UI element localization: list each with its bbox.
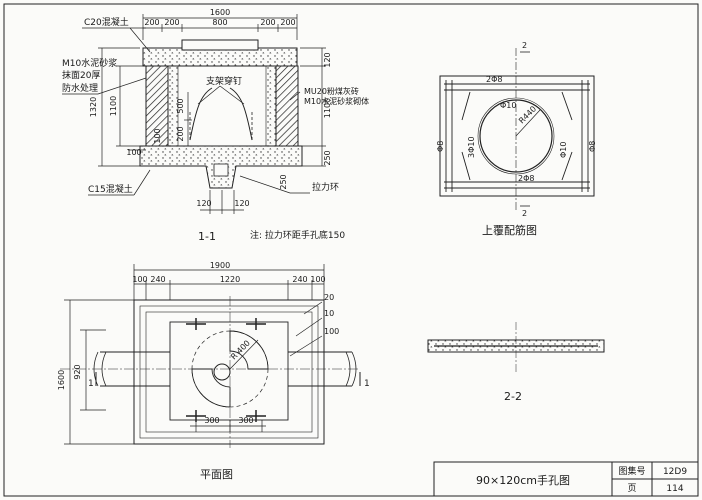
section-2-2-title: 2-2 bbox=[504, 390, 522, 403]
dim-left-low-a: 100 bbox=[153, 128, 162, 143]
label-c15: C15混凝土 bbox=[88, 183, 133, 195]
dim-top-seg-2: 200 bbox=[164, 18, 179, 27]
plan-outer bbox=[133, 299, 325, 445]
section-1-1-note: 注: 拉力环距手孔底150 bbox=[250, 229, 345, 241]
label-radius: R440 bbox=[517, 104, 538, 125]
label-mu20-1: MU20粉煤灰砖 bbox=[304, 86, 359, 96]
slab-outline bbox=[439, 75, 595, 197]
page-label: 页 bbox=[627, 483, 636, 494]
label-ring: 拉力环 bbox=[312, 181, 339, 193]
plan-mark-right: 1 bbox=[364, 379, 370, 389]
atlas-value: 12D9 bbox=[663, 467, 687, 477]
section-mark-bottom: 2 bbox=[522, 209, 527, 218]
label-ring-bar: Φ10 bbox=[500, 101, 516, 110]
plan-dim-bottom-b: 300 bbox=[238, 416, 253, 425]
dim-left-mid: 1100 bbox=[109, 96, 118, 116]
label-bottom-bar: 2Φ8 bbox=[518, 174, 534, 183]
plan-dim-tl-a: 100 bbox=[132, 275, 147, 284]
plan-dim-bottom-a: 300 bbox=[204, 416, 219, 425]
dim-bottom-b: 120 bbox=[234, 199, 249, 208]
label-mu20-2: M10水泥砂浆砌体 bbox=[304, 96, 369, 106]
sump-pit bbox=[213, 363, 231, 381]
plan-dim-tr-a: 100 bbox=[310, 275, 325, 284]
top-reinforcement-plan: 2 2 R440 2Φ8 Φ10 2Φ8 Φ8 3Φ10 Φ10 Φ8 上覆配筋… bbox=[436, 41, 597, 237]
dim-top-seg-3: 800 bbox=[212, 18, 227, 27]
label-right-b: Φ8 bbox=[588, 141, 597, 152]
right-wall bbox=[275, 65, 299, 147]
dim-inner-lower: 200 bbox=[176, 126, 185, 141]
top-reinforcement-title: 上覆配筋图 bbox=[482, 223, 537, 237]
atlas-label: 图集号 bbox=[618, 465, 645, 477]
label-top-bar: 2Φ8 bbox=[486, 75, 502, 84]
plan-dim-right-c: 100 bbox=[324, 327, 339, 336]
dim-top-seg-1: 200 bbox=[144, 18, 159, 27]
plan-dim-mid: 1220 bbox=[220, 275, 240, 284]
dim-overall-width: 1600 bbox=[210, 8, 230, 17]
label-left-b: 3Φ10 bbox=[467, 136, 476, 158]
label-bracket: 支架穿钉 bbox=[206, 75, 242, 87]
manhole-opening bbox=[479, 99, 553, 173]
page-value: 114 bbox=[666, 484, 683, 494]
dim-right-step: 250 bbox=[279, 174, 288, 189]
section-1-1: 1600 200 200 800 200 200 120 1 bbox=[62, 8, 369, 243]
label-m10-3: 防水处理 bbox=[62, 82, 98, 94]
section-1-1-title: 1-1 bbox=[198, 230, 216, 243]
drawing-name: 90×120cm手孔图 bbox=[476, 473, 570, 487]
dim-right-top: 120 bbox=[323, 52, 332, 67]
title-block: 90×120cm手孔图 图集号 12D9 页 114 bbox=[433, 461, 699, 497]
label-right-a: Φ10 bbox=[559, 142, 568, 158]
plan-dim-overall: 1900 bbox=[210, 261, 230, 270]
plan-dim-right-b: 10 bbox=[324, 309, 334, 318]
dim-top-seg-5: 200 bbox=[280, 18, 295, 27]
label-c20: C20混凝土 bbox=[84, 16, 129, 28]
dim-left-total: 1320 bbox=[89, 97, 98, 117]
plan-dim-tr-b: 240 bbox=[292, 275, 307, 284]
plan-dim-right-a: 20 bbox=[324, 293, 334, 302]
dim-right-bottom: 250 bbox=[323, 150, 332, 165]
plan-mark-left: 1 bbox=[88, 379, 94, 389]
label-m10-2: 抹面20厚 bbox=[62, 69, 100, 81]
label-m10-1: M10水泥砂浆 bbox=[62, 57, 117, 69]
label-left-a: Φ8 bbox=[436, 141, 445, 152]
section-mark-top: 2 bbox=[522, 41, 527, 50]
sheet-border bbox=[3, 3, 699, 497]
dim-top-seg-4: 200 bbox=[260, 18, 275, 27]
dim-left-low-b: 100 bbox=[126, 148, 141, 157]
dim-inner-upper: 500 bbox=[176, 98, 185, 113]
plan-dim-left-inner: 920 bbox=[73, 364, 82, 379]
plan-view-title: 平面图 bbox=[200, 468, 233, 481]
plan-dim-left-total: 1600 bbox=[57, 370, 66, 390]
dim-bottom-a: 120 bbox=[196, 199, 211, 208]
plan-view: 1900 100 240 1220 240 100 R 400 bbox=[57, 261, 370, 481]
top-slab bbox=[142, 47, 298, 67]
dim-right-mid: 1100 bbox=[323, 98, 332, 118]
plan-dim-tl-b: 240 bbox=[150, 275, 165, 284]
section-2-2: 2-2 bbox=[427, 322, 605, 403]
